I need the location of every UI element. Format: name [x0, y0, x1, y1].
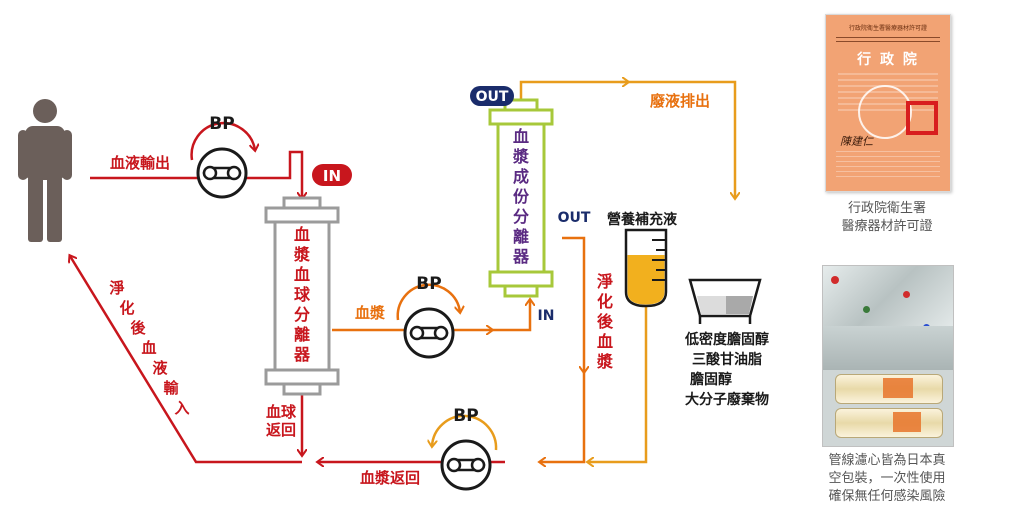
svg-text:器: 器 — [293, 345, 311, 364]
svg-text:成: 成 — [513, 167, 529, 186]
plasma-return-label: 血漿返回 — [360, 469, 420, 487]
svg-text:化: 化 — [597, 292, 613, 311]
svg-text:血: 血 — [513, 127, 529, 146]
svg-text:離: 離 — [294, 325, 310, 344]
blood-cell-separator — [264, 196, 340, 396]
waste-line — [519, 82, 628, 102]
svg-text:份: 份 — [513, 187, 530, 206]
certificate-stamp: 行 政 院 — [857, 52, 919, 68]
svg-text:輸: 輸 — [163, 379, 179, 397]
separator2-label: 血 漿 成 份 分 離 器 — [512, 127, 530, 266]
out-label-top: OUT — [476, 89, 509, 105]
cleaned-plasma-label: 淨 化 後 血 漿 — [596, 272, 614, 371]
svg-text:淨: 淨 — [109, 279, 124, 297]
svg-text:離: 離 — [513, 227, 529, 246]
removed-items-list: 低密度膽固醇 三酸甘油脂 膽固醇 大分子廢棄物 — [684, 331, 769, 408]
svg-text:大分子廢棄物: 大分子廢棄物 — [685, 391, 769, 408]
svg-text:入: 入 — [174, 399, 189, 417]
svg-text:液: 液 — [152, 359, 168, 377]
separator1-label: 血 漿 血 球 分 離 器 — [293, 225, 311, 364]
svg-text:三酸甘油脂: 三酸甘油脂 — [692, 351, 762, 368]
highlight-box — [906, 101, 938, 135]
in-badge — [312, 164, 352, 186]
svg-text:分: 分 — [294, 305, 310, 324]
in-label-second: IN — [538, 308, 555, 324]
bp-pump-bottom — [432, 414, 498, 491]
svg-text:漿: 漿 — [512, 147, 530, 166]
waste-label: 廢液排出 — [650, 92, 710, 110]
license-certificate-image: 行政院衛生署醫療器材許可證 行 政 院 陳建仁 — [825, 14, 951, 192]
person-icon — [18, 99, 72, 242]
svg-text:漿: 漿 — [293, 245, 311, 264]
bp-label-top: BP — [209, 114, 234, 134]
svg-text:後: 後 — [129, 319, 146, 337]
svg-text:血球: 血球 — [266, 403, 297, 421]
bp-pump-top — [190, 121, 255, 199]
svg-text:球: 球 — [294, 285, 311, 304]
svg-text:低密度膽固醇: 低密度膽固醇 — [684, 331, 769, 348]
blood-cells-return-label: 血球 返回 — [266, 403, 297, 439]
svg-text:返回: 返回 — [266, 421, 296, 439]
purified-blood-return-label: 淨 化 後 血 液 輸 入 — [109, 279, 189, 417]
filters-caption: 管線濾心皆為日本真 空包裝，一次性使用 確保無任何感染風險 — [828, 453, 946, 504]
seal-icon — [858, 85, 912, 139]
waste-line-down — [620, 80, 735, 198]
filter-cartridge-2 — [835, 408, 943, 438]
blood-out-label: 血液輸出 — [110, 154, 170, 172]
in-label-first: IN — [323, 167, 341, 185]
purified-blood-return-line — [70, 256, 302, 464]
certificate-signature: 陳建仁 — [840, 135, 873, 148]
nutrient-bag-icon — [624, 228, 668, 308]
license-caption: 行政院衛生署 醫療器材許可證 — [841, 201, 933, 234]
filters-photo-image — [822, 265, 954, 447]
nutrient-line — [588, 305, 648, 462]
cleaned-plasma-line — [562, 236, 584, 372]
certificate-header: 行政院衛生署醫療器材許可證 — [848, 25, 927, 32]
plasma-label: 血漿 — [355, 304, 385, 322]
plasma-component-separator — [488, 98, 554, 298]
svg-text:膽固醇: 膽固醇 — [690, 371, 732, 388]
svg-text:漿: 漿 — [596, 352, 614, 371]
svg-text:血: 血 — [294, 225, 310, 244]
waste-beaker-icon — [688, 278, 762, 324]
svg-text:淨: 淨 — [597, 272, 613, 291]
out-badge — [470, 86, 514, 106]
svg-text:器: 器 — [512, 247, 530, 266]
svg-text:血: 血 — [141, 339, 156, 357]
svg-text:分: 分 — [513, 207, 529, 226]
svg-text:後: 後 — [597, 312, 614, 331]
cleaned-plasma-line-lower — [540, 372, 586, 462]
bp-label-bottom: BP — [453, 406, 478, 426]
svg-text:化: 化 — [119, 299, 134, 317]
plasma-line-up — [492, 300, 530, 332]
out-label-mid: OUT — [558, 210, 591, 226]
svg-text:血: 血 — [294, 265, 310, 284]
svg-text:血: 血 — [597, 332, 613, 351]
bp-pump-middle — [396, 283, 460, 359]
bp-label-middle: BP — [416, 274, 441, 294]
nutrient-label: 營養補充液 — [607, 211, 678, 228]
